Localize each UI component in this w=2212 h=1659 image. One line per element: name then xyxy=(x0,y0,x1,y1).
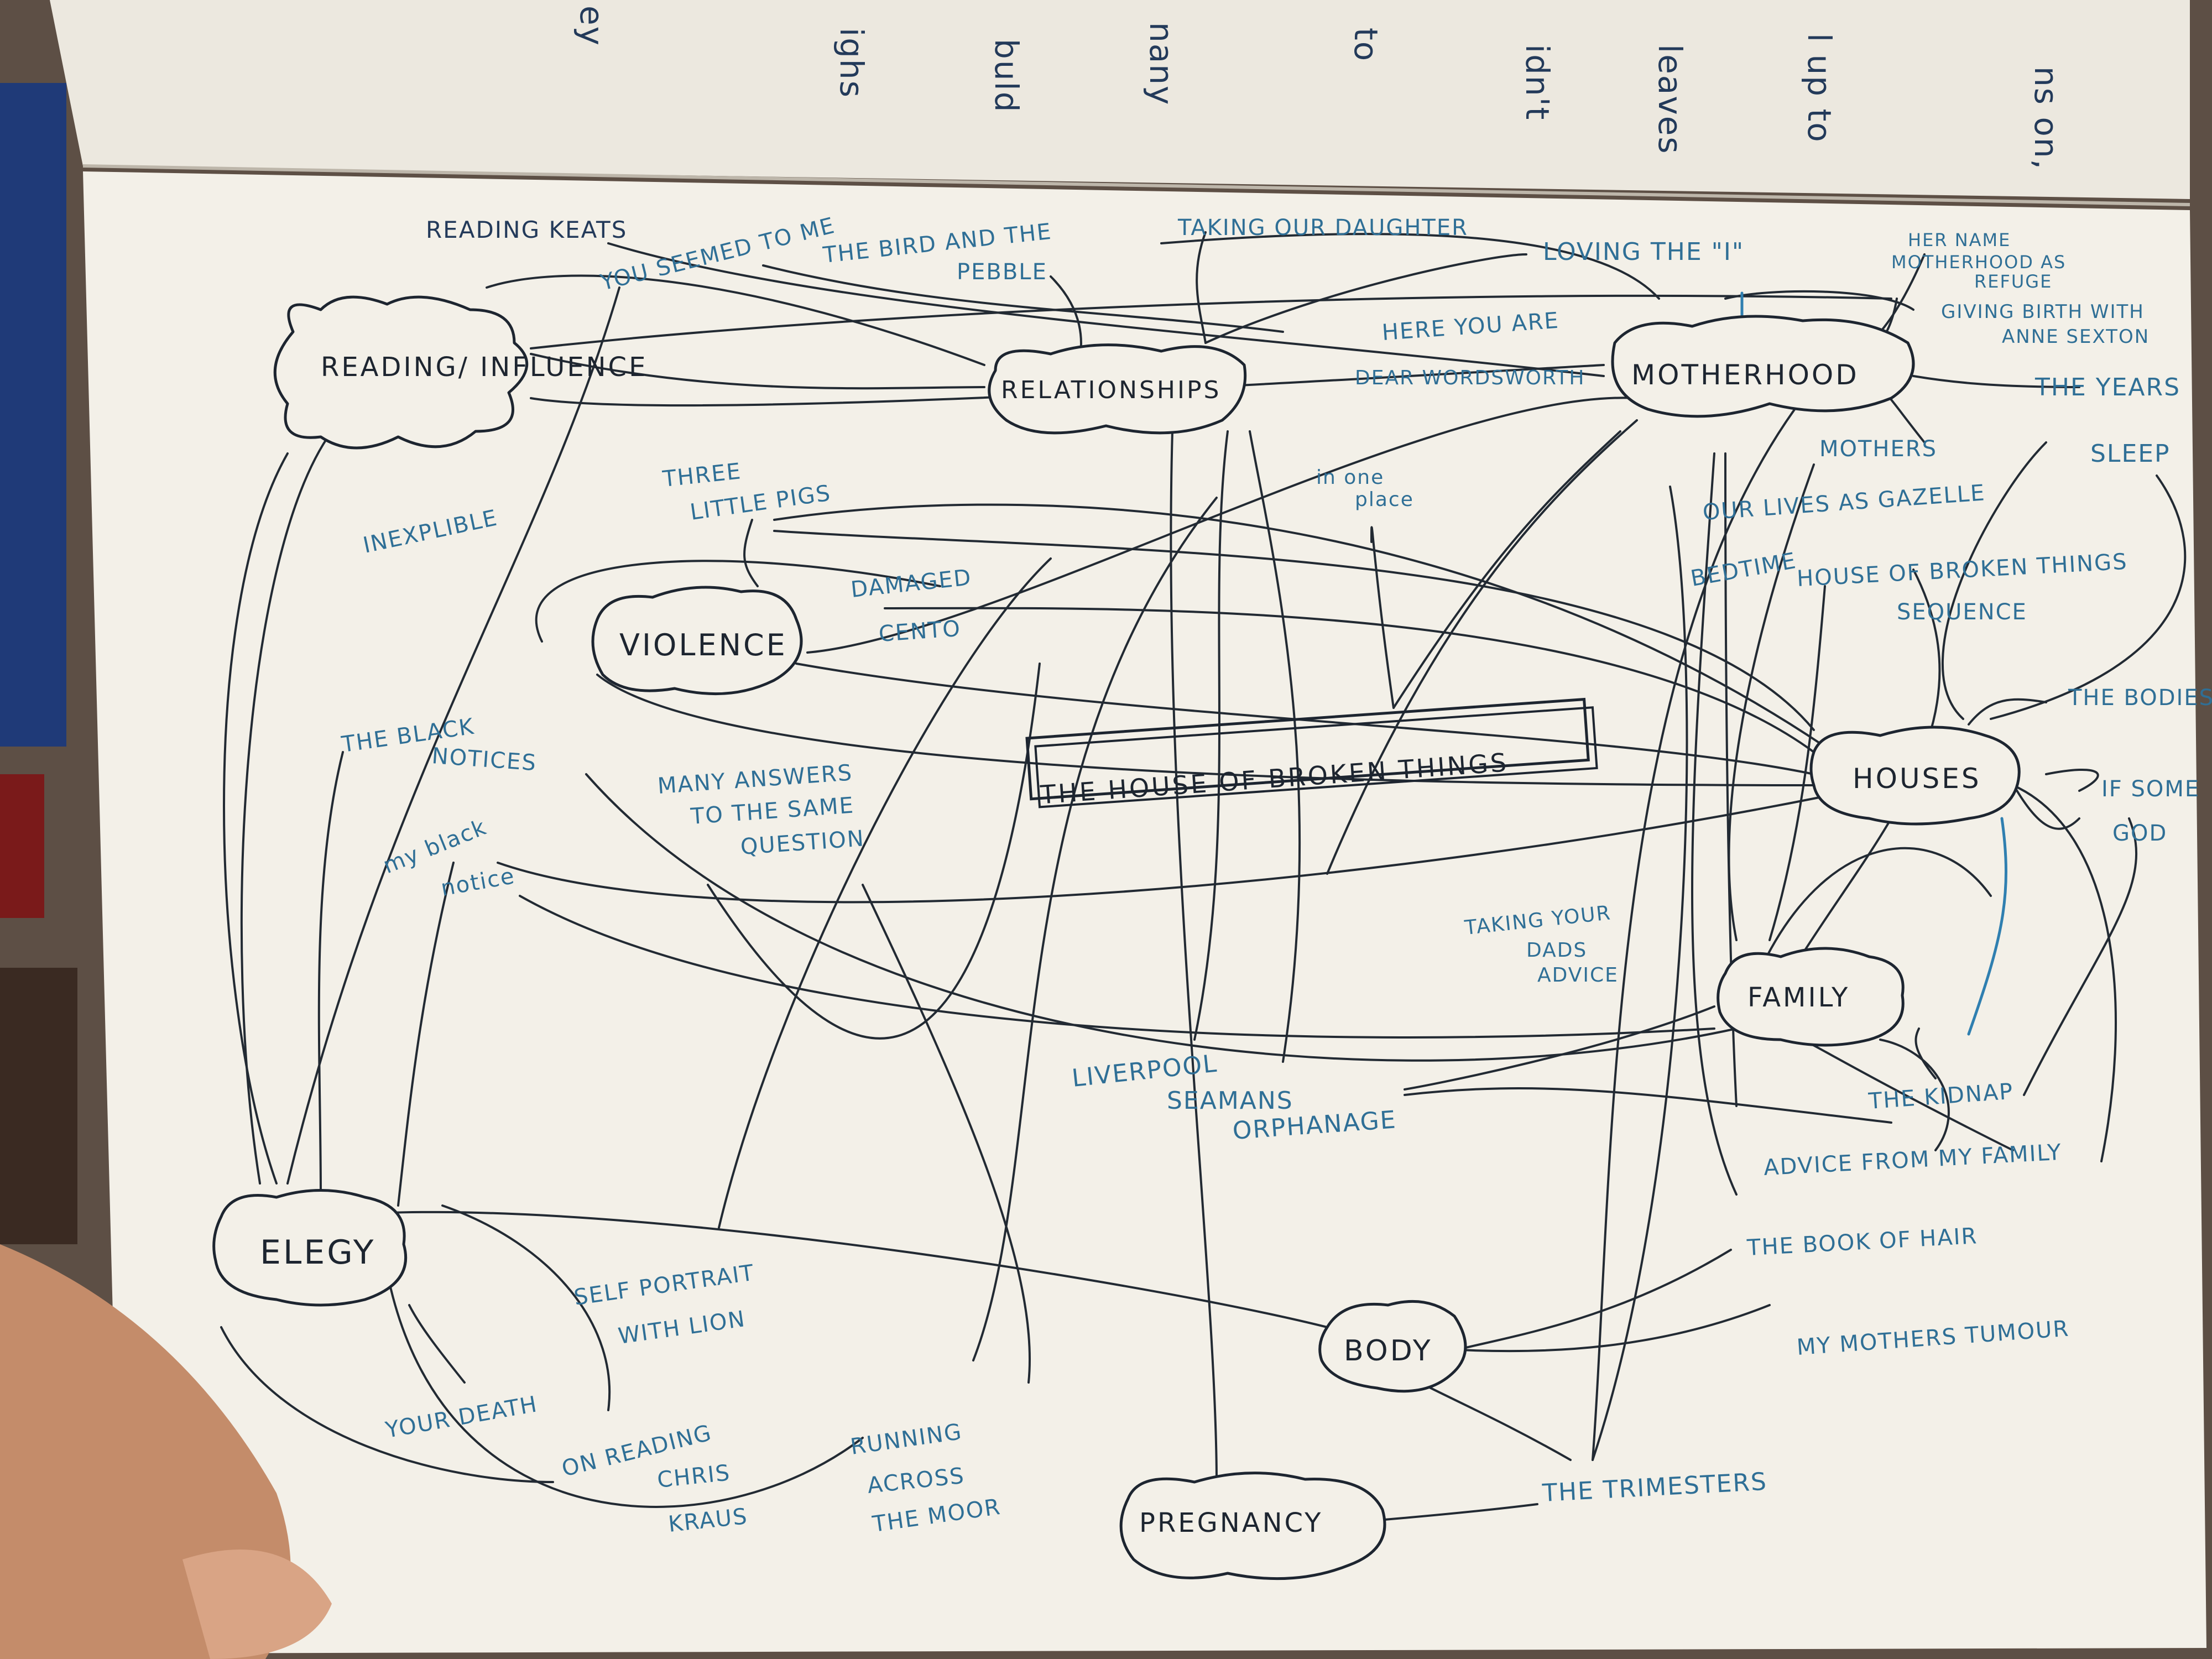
fragment-text: l up to xyxy=(1801,33,1838,143)
poem-taking-dads-line3: ADVICE xyxy=(1537,964,1619,987)
theme-family: FAMILY xyxy=(1718,948,1903,1045)
poem-in-one-place-line2: place xyxy=(1355,488,1414,511)
violence-label: VIOLENCE xyxy=(619,628,787,662)
poem-in-one-place-line1: in one xyxy=(1316,466,1384,489)
poem-mothers: MOTHERS xyxy=(1819,436,1937,462)
theme-motherhood: MOTHERHOOD xyxy=(1613,316,1913,416)
elegy-label: ELEGY xyxy=(260,1233,375,1272)
poem-the-years: THE YEARS xyxy=(2034,373,2180,401)
fragment-text: buld xyxy=(988,39,1025,113)
red-ribbon xyxy=(0,774,44,918)
poem-sleep: SLEEP xyxy=(2090,440,2171,468)
poem-her-name: HER NAME xyxy=(1908,229,2011,251)
poem-the-bodies: THE BODIES xyxy=(2068,685,2212,711)
fragment-text: idn't xyxy=(1519,44,1556,121)
theme-houses: HOUSES xyxy=(1811,727,2019,824)
poem-dear-wordsworth: DEAR WORDSWORTH xyxy=(1355,367,1585,389)
houses-label: HOUSES xyxy=(1853,763,1981,795)
fragment-text: nany xyxy=(1142,22,1180,106)
poem-bird-pebble-line2: PEBBLE xyxy=(957,259,1047,285)
poem-if-some-god-line1: IF SOME xyxy=(2101,776,2200,802)
fragment-text: ighs xyxy=(833,28,870,98)
family-label: FAMILY xyxy=(1747,982,1850,1013)
fragment-text: ey xyxy=(573,6,611,46)
poem-giving-birth-line1: GIVING BIRTH WITH xyxy=(1941,301,2145,323)
dark-object xyxy=(0,968,77,1244)
poem-reading-keats: READING KEATS xyxy=(426,216,627,243)
upper-page xyxy=(50,0,2190,199)
body-label: BODY xyxy=(1344,1334,1433,1368)
fragment-text: ns on, xyxy=(2027,66,2065,170)
poem-loving-the-i: LOVING THE "I" xyxy=(1543,238,1744,266)
poem-if-some-god-line2: GOD xyxy=(2112,821,2167,846)
blue-book-edge xyxy=(0,83,66,747)
theme-pregnancy: PREGNANCY xyxy=(1121,1473,1385,1579)
poem-motherhood-refuge-line1: MOTHERHOOD AS xyxy=(1891,252,2066,273)
poem-house-broken-seq-line2: SEQUENCE xyxy=(1897,599,2027,625)
poem-taking-dads-line2: DADS xyxy=(1526,939,1587,962)
poem-taking-our-daughter: TAKING OUR DAUGHTER xyxy=(1177,215,1468,241)
poem-liverpool-line2: SEAMANS xyxy=(1167,1087,1293,1115)
reading-influence-label: READING/ INFLUENCE xyxy=(321,352,648,383)
theme-elegy: ELEGY xyxy=(214,1191,406,1306)
pregnancy-label: PREGNANCY xyxy=(1139,1507,1323,1538)
poem-motherhood-refuge-line2: REFUGE xyxy=(1974,271,2052,292)
theme-body: BODY xyxy=(1320,1301,1465,1391)
theme-violence: VIOLENCE xyxy=(593,587,801,694)
theme-relationships: RELATIONSHIPS xyxy=(989,345,1245,433)
fragment-text: leaves xyxy=(1651,44,1689,155)
motherhood-label: MOTHERHOOD xyxy=(1631,359,1859,391)
poem-giving-birth-line2: ANNE SEXTON xyxy=(2002,326,2150,348)
fragment-text: to xyxy=(1347,28,1385,62)
relationships-label: RELATIONSHIPS xyxy=(1001,376,1221,404)
